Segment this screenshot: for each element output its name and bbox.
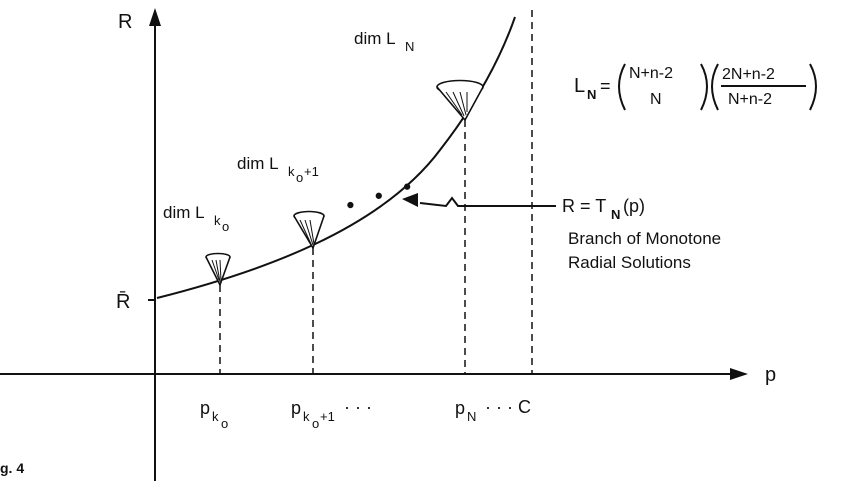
y-axis-label: R [118,11,132,33]
svg-text:k: k [214,213,221,228]
branch-annotation: R = T N (p) Branch of Monotone Radial So… [562,196,721,272]
svg-text:dim L: dim L [354,29,396,48]
tick-pk0: p k o [200,398,228,431]
svg-text:=: = [600,76,611,96]
svg-text:p: p [455,398,465,418]
svg-text:+1: +1 [320,409,335,424]
dim-label-k0plus1: dim L k o +1 [237,154,319,185]
tick-pN: p N · · · C [455,397,531,424]
svg-text:N+n-2: N+n-2 [629,65,673,82]
svg-text:k: k [303,409,310,424]
svg-text:R = T: R = T [562,196,606,216]
svg-text:o: o [312,416,319,431]
svg-text:+1: +1 [304,164,319,179]
cone-N [436,79,484,122]
svg-text:dim L: dim L [237,154,279,173]
annotation-pointer [419,196,556,208]
svg-text:N: N [405,39,414,54]
svg-text:k: k [212,409,219,424]
formula-LN: L N = N+n-2 N 2N+n-2 N+n-2 [574,63,817,111]
svg-text:· · ·: · · · [344,397,372,417]
svg-text:N: N [650,91,662,108]
svg-text:o: o [221,416,228,431]
svg-text:Radial Solutions: Radial Solutions [568,253,691,272]
svg-text:N: N [611,207,620,222]
cone-k0 [205,252,231,288]
tick-pk0plus1: p k o +1 · · · [291,397,372,431]
x-axis-arrowhead [730,368,748,380]
svg-text:k: k [288,164,295,179]
dim-label-k0: dim L k o [163,203,229,234]
svg-text:dim L: dim L [163,203,205,222]
svg-text:p: p [200,398,210,418]
curve-dots: • • • [343,171,422,218]
dim-label-N: dim L N [354,29,414,54]
svg-text:L: L [574,75,585,97]
branch-curve [156,16,516,299]
svg-text:N: N [587,87,596,102]
svg-text:· · · C: · · · C [485,397,531,417]
annotation-arrowhead [402,193,418,207]
cone-k0plus1 [293,210,325,250]
svg-text:2N+n-2: 2N+n-2 [722,66,775,83]
svg-text:(p): (p) [623,196,645,216]
svg-text:o: o [222,219,229,234]
y-axis-arrowhead [149,8,161,26]
x-axis-label: p [765,364,776,386]
figure-label: ɡ. 4 [0,460,24,476]
svg-text:N+n-2: N+n-2 [728,91,772,108]
r-bar-label: R̄ [116,290,130,313]
svg-text:N: N [467,409,476,424]
svg-text:Branch of Monotone: Branch of Monotone [568,229,721,248]
svg-text:p: p [291,398,301,418]
svg-text:o: o [296,170,303,185]
